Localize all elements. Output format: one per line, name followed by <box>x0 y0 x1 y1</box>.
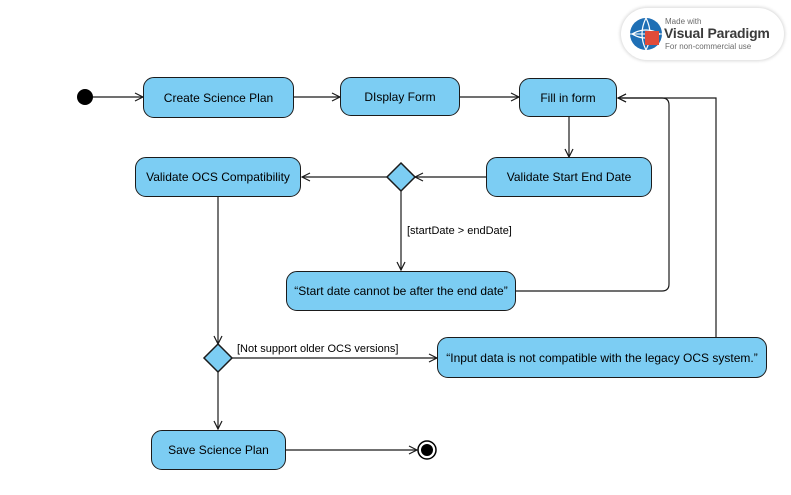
decision-date-check <box>385 161 417 193</box>
message-ocs-error[interactable]: “Input data is not compatible with the l… <box>437 337 767 378</box>
initial-node <box>77 89 93 105</box>
guard-ocs-condition: [Not support older OCS versions] <box>237 343 399 355</box>
action-create-science-plan[interactable]: Create Science Plan <box>143 77 294 118</box>
action-save-science-plan[interactable]: Save Science Plan <box>151 430 286 470</box>
action-validate-start-end-date[interactable]: Validate Start End Date <box>486 157 652 197</box>
message-date-error[interactable]: “Start date cannot be after the end date… <box>286 271 516 311</box>
visual-paradigm-logo-icon <box>630 17 662 51</box>
watermark-made-with: Made with <box>665 17 702 26</box>
watermark-brand: Visual Paradigm <box>664 25 770 41</box>
flow-ocs-error-to-fill <box>618 98 717 337</box>
action-validate-ocs-compatibility[interactable]: Validate OCS Compatibility <box>135 157 301 197</box>
action-display-form[interactable]: DIsplay Form <box>340 77 460 116</box>
action-fill-in-form[interactable]: Fill in form <box>519 78 617 117</box>
visual-paradigm-watermark: Made with Visual Paradigm For non-commer… <box>621 8 784 60</box>
final-node-inner <box>421 444 433 456</box>
decision-ocs-check <box>202 342 234 374</box>
guard-date-condition: [startDate > endDate] <box>407 225 512 237</box>
watermark-note: For non-commercial use <box>665 42 752 51</box>
